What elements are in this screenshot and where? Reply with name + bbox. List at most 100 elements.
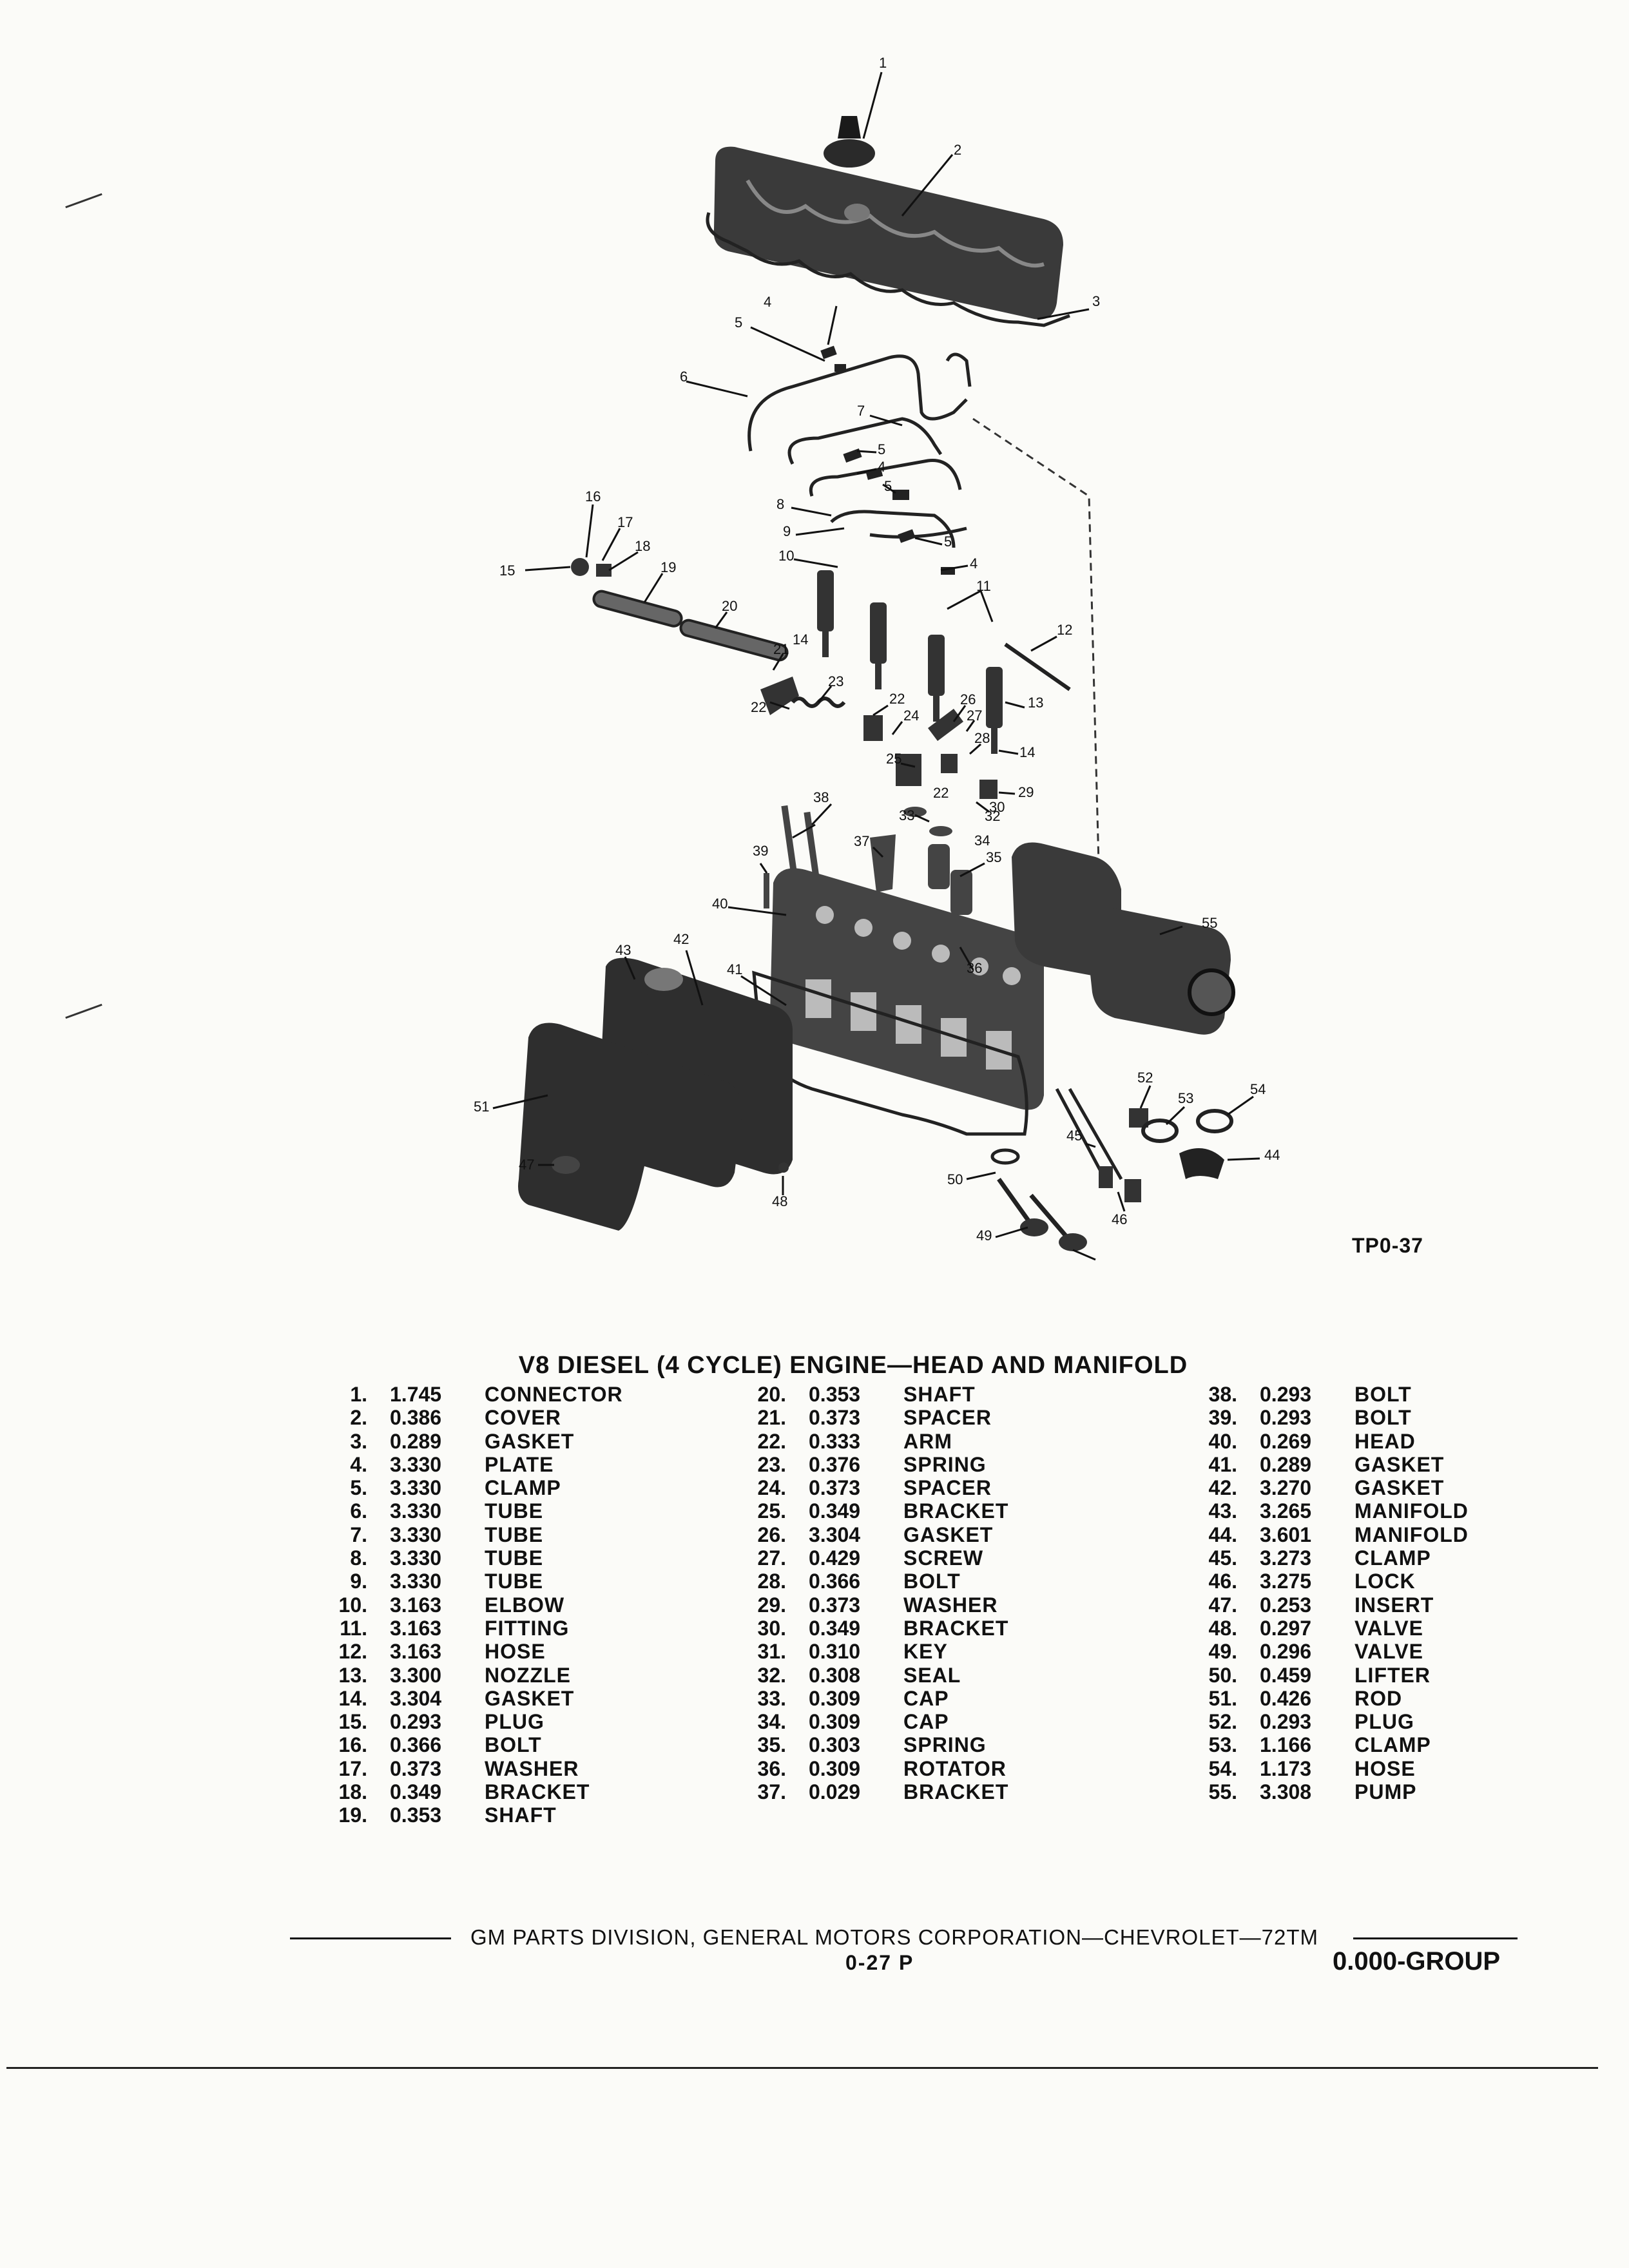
callout: 20 bbox=[722, 598, 737, 614]
callout: 5 bbox=[878, 441, 885, 457]
part-code: 3.304 bbox=[809, 1523, 861, 1546]
part-name: VALVE bbox=[1354, 1616, 1423, 1640]
part-number: 43. bbox=[1208, 1499, 1237, 1523]
callout: 32 bbox=[985, 808, 1000, 824]
part-code: 3.308 bbox=[1260, 1780, 1312, 1804]
part-number: 36. bbox=[757, 1756, 786, 1780]
part-name: SPACER bbox=[903, 1476, 992, 1500]
part-number: 26. bbox=[757, 1523, 786, 1546]
callout: 5 bbox=[735, 314, 742, 331]
part-name: SCREW bbox=[903, 1546, 984, 1570]
part-code: 0.373 bbox=[390, 1756, 442, 1780]
part-code: 0.269 bbox=[1260, 1429, 1312, 1453]
callout: 6 bbox=[680, 369, 688, 385]
part-name: KEY bbox=[903, 1640, 948, 1664]
part-code: 0.366 bbox=[809, 1570, 861, 1593]
callout: 11 bbox=[976, 578, 991, 594]
part-name: NOZZLE bbox=[485, 1663, 571, 1687]
part-code: 0.353 bbox=[390, 1803, 442, 1827]
exploded-view-diagram: 1 2 3 4 5 6 7 5 4 5 8 9 5 10 4 11 12 16 … bbox=[474, 55, 1280, 1261]
part-number: 21. bbox=[757, 1406, 786, 1430]
part-code: 0.309 bbox=[809, 1686, 861, 1710]
part-name: BOLT bbox=[1354, 1406, 1412, 1430]
part-name: BOLT bbox=[903, 1570, 961, 1593]
part-name: GASKET bbox=[485, 1686, 575, 1710]
part-code: 0.309 bbox=[809, 1756, 861, 1780]
callout: 13 bbox=[1028, 695, 1043, 711]
part-code: 0.296 bbox=[1260, 1640, 1312, 1664]
part-number: 25. bbox=[757, 1499, 786, 1523]
part-number: 2. bbox=[350, 1406, 367, 1430]
callout: 14 bbox=[793, 631, 808, 648]
part-name: HEAD bbox=[1354, 1429, 1416, 1453]
callout: 22 bbox=[889, 691, 905, 707]
callout: 22 bbox=[751, 699, 766, 715]
callout: 40 bbox=[712, 896, 728, 912]
callout: 5 bbox=[944, 533, 952, 550]
group-code: 0.000-GROUP bbox=[1333, 1947, 1501, 1975]
part-connector-cap bbox=[824, 116, 875, 168]
callout: 29 bbox=[1018, 784, 1034, 800]
part-code: 0.297 bbox=[1260, 1616, 1312, 1640]
part-code: 0.310 bbox=[809, 1640, 861, 1664]
callout: 19 bbox=[660, 559, 676, 575]
part-number: 51. bbox=[1208, 1686, 1237, 1710]
callout: 36 bbox=[967, 960, 982, 976]
callout: 52 bbox=[1137, 1070, 1153, 1086]
page-number: 0-27 P bbox=[845, 1951, 914, 1974]
part-number: 47. bbox=[1208, 1593, 1237, 1617]
part-cylinder-head bbox=[770, 868, 1044, 1110]
part-number: 28. bbox=[757, 1570, 786, 1593]
callout: 35 bbox=[986, 849, 1001, 865]
part-code: 3.304 bbox=[390, 1686, 442, 1710]
part-name: FITTING bbox=[485, 1616, 570, 1640]
part-name: SPRING bbox=[903, 1452, 987, 1476]
part-name: TUBE bbox=[485, 1499, 544, 1523]
part-hose bbox=[1004, 642, 1071, 691]
part-code: 3.163 bbox=[390, 1640, 442, 1664]
part-name: ROTATOR bbox=[903, 1756, 1007, 1780]
part-code: 0.303 bbox=[809, 1733, 861, 1757]
leader-lines bbox=[492, 72, 1260, 1261]
part-number: 23. bbox=[757, 1452, 786, 1476]
part-code: 0.429 bbox=[809, 1546, 861, 1570]
callout: 47 bbox=[519, 1157, 534, 1173]
part-code: 0.293 bbox=[1260, 1383, 1312, 1406]
callout: 28 bbox=[974, 730, 990, 746]
part-name: CAP bbox=[903, 1710, 949, 1734]
part-number: 50. bbox=[1208, 1663, 1237, 1687]
part-number: 4. bbox=[350, 1452, 367, 1476]
part-code: 3.330 bbox=[390, 1452, 442, 1476]
part-code: 0.376 bbox=[809, 1452, 861, 1476]
part-code: 3.270 bbox=[1260, 1476, 1312, 1500]
callout: 48 bbox=[772, 1193, 787, 1209]
callout: 25 bbox=[886, 751, 901, 767]
figure-code: TP0-37 bbox=[1352, 1234, 1423, 1257]
part-number: 7. bbox=[350, 1523, 367, 1546]
callout: 12 bbox=[1057, 622, 1072, 638]
part-name: GASKET bbox=[485, 1429, 575, 1453]
part-name: BRACKET bbox=[903, 1616, 1009, 1640]
part-number: 18. bbox=[338, 1780, 367, 1804]
part-code: 0.309 bbox=[809, 1710, 861, 1734]
callout: 39 bbox=[753, 843, 768, 859]
part-code: 1.173 bbox=[1260, 1756, 1312, 1780]
callout: 21 bbox=[773, 641, 789, 657]
part-name: TUBE bbox=[485, 1570, 544, 1593]
part-name: PUMP bbox=[1354, 1780, 1417, 1804]
footer-rule-left bbox=[290, 1937, 451, 1939]
part-number: 14. bbox=[338, 1686, 367, 1710]
part-code: 0.293 bbox=[1260, 1710, 1312, 1734]
part-number: 41. bbox=[1208, 1452, 1237, 1476]
part-number: 40. bbox=[1208, 1429, 1237, 1453]
part-number: 24. bbox=[757, 1476, 786, 1500]
part-name: LOCK bbox=[1354, 1570, 1416, 1593]
part-code: 0.459 bbox=[1260, 1663, 1312, 1687]
part-number: 45. bbox=[1208, 1546, 1237, 1570]
callout: 55 bbox=[1202, 915, 1217, 931]
part-number: 3. bbox=[350, 1429, 367, 1453]
part-rocker-assembly bbox=[760, 677, 998, 799]
part-code: 3.275 bbox=[1260, 1570, 1312, 1593]
part-code: 0.349 bbox=[809, 1616, 861, 1640]
part-number: 34. bbox=[757, 1710, 786, 1734]
